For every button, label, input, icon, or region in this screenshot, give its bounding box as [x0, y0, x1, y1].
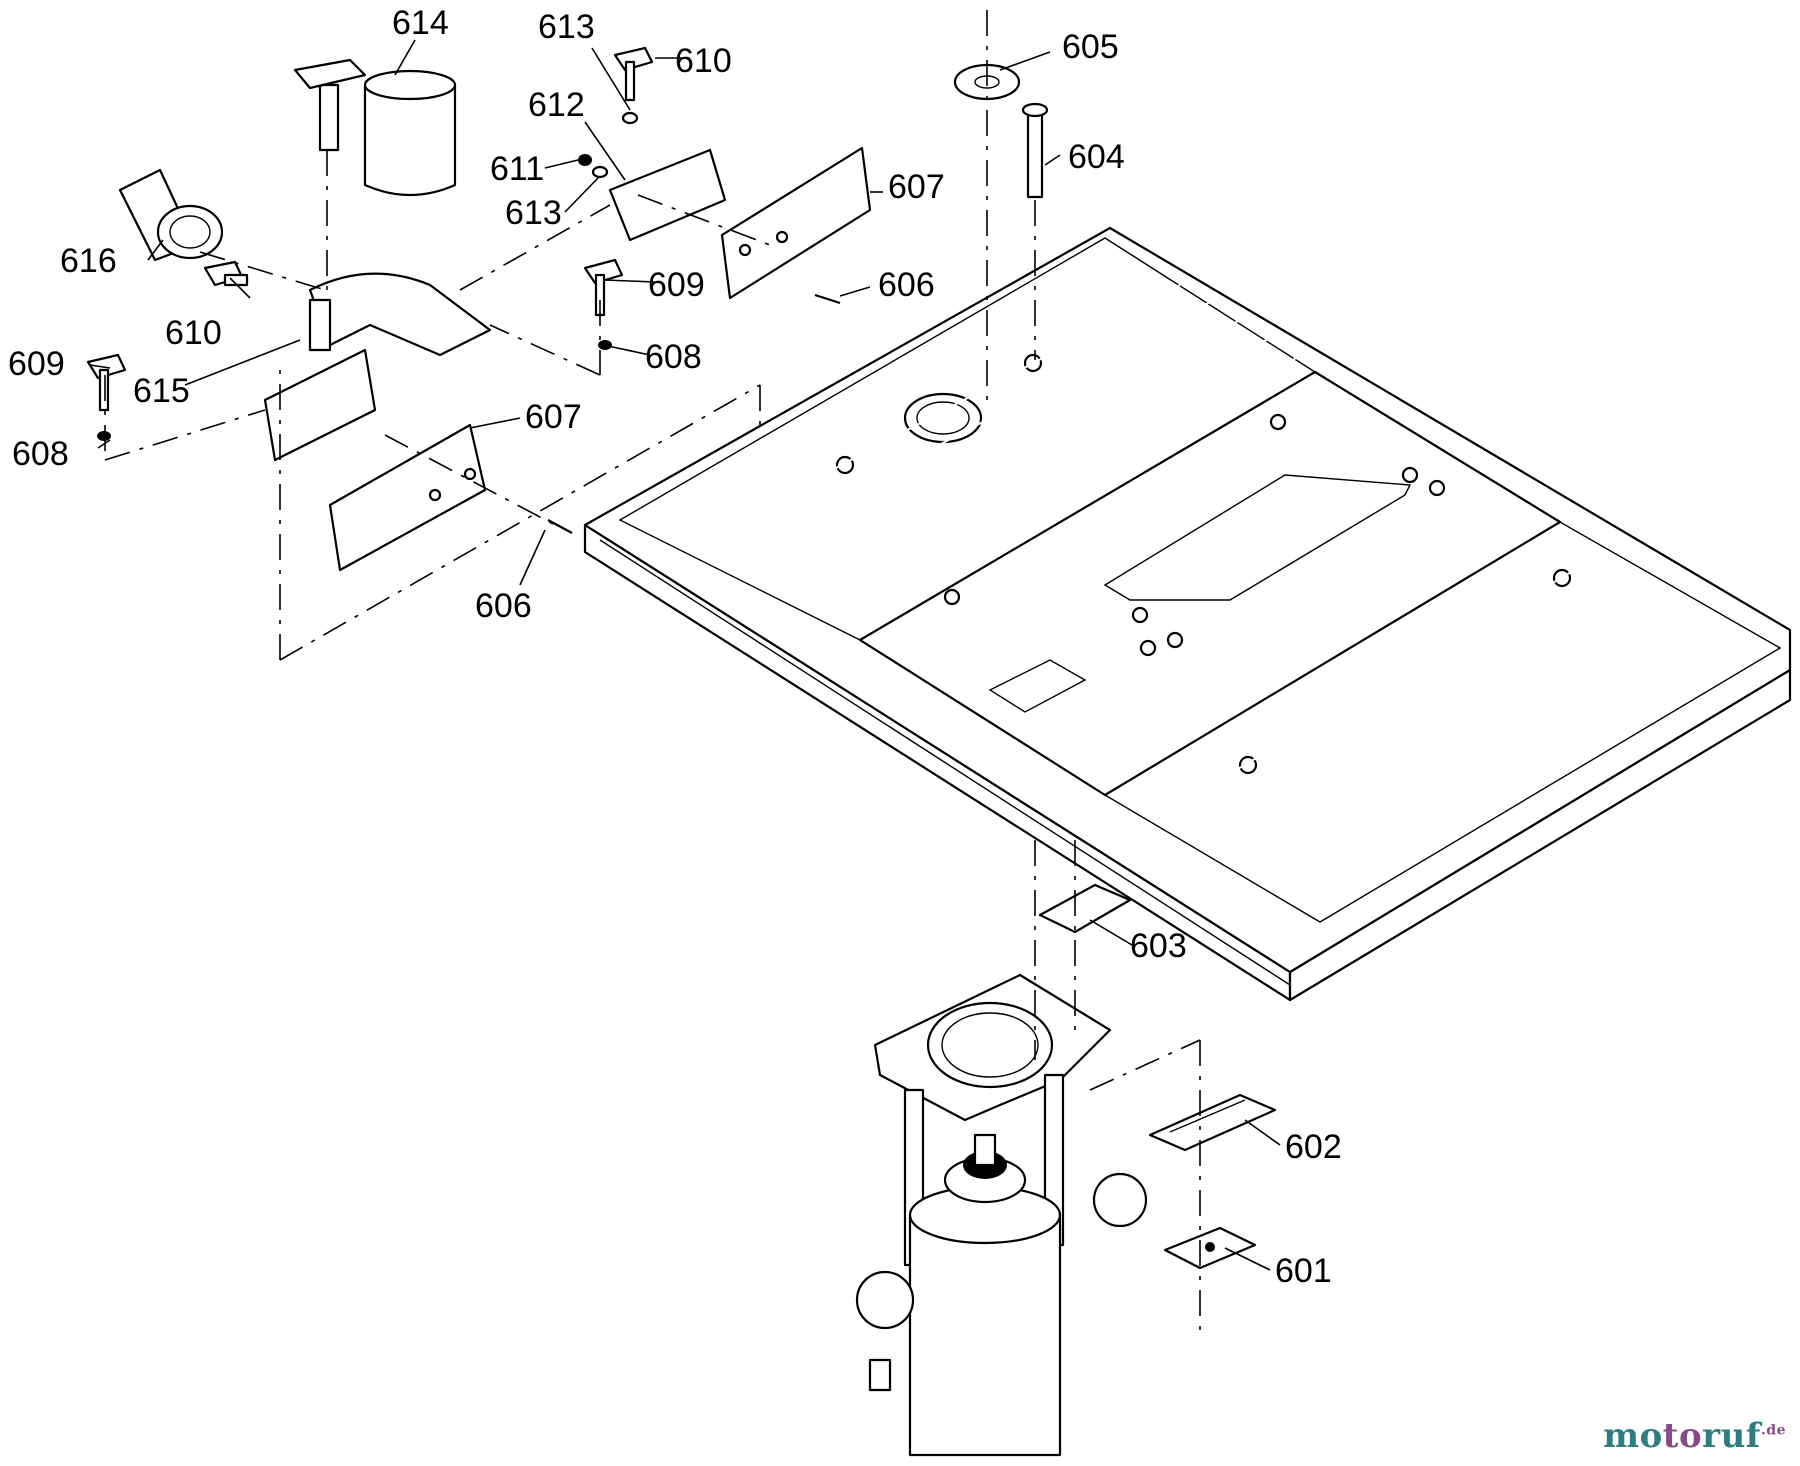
washer-613-upper — [621, 111, 639, 125]
knob-609-upper — [583, 258, 624, 317]
label-613: 613 — [538, 8, 595, 46]
label-610: 610 — [675, 42, 732, 80]
label-607: 607 — [525, 398, 582, 436]
washer-608-upper — [598, 340, 612, 350]
label-614: 614 — [392, 4, 449, 42]
knob-610-upper — [613, 46, 654, 102]
label-606: 606 — [475, 587, 532, 625]
screw-606-upper — [814, 293, 841, 305]
label-612: 612 — [528, 86, 585, 124]
label-601: 601 — [1275, 1252, 1332, 1290]
knob-610-left — [203, 260, 249, 287]
part-603-shim — [1038, 883, 1132, 934]
label-609: 609 — [648, 266, 705, 304]
part-607-fence-upper — [720, 146, 872, 300]
leader-lines — [89, 39, 1281, 1271]
nut-611 — [578, 154, 592, 166]
assembly-center-lines — [104, 10, 1201, 1330]
label-602: 602 — [1285, 1128, 1342, 1166]
washer-608-left — [97, 431, 111, 441]
label-608: 608 — [12, 435, 69, 473]
part-612-bracket — [608, 148, 727, 242]
label-606: 606 — [878, 266, 935, 304]
part-labels: 614 613 610 612 611 613 605 604 607 616 … — [8, 4, 1342, 1290]
part-607-fence-lower — [328, 423, 487, 572]
label-609: 609 — [8, 345, 65, 383]
label-616: 616 — [60, 242, 117, 280]
router-table-plate — [583, 226, 1792, 1002]
part-614-dust-cup — [293, 58, 457, 197]
label-608: 608 — [645, 338, 702, 376]
part-604-bolt — [1021, 102, 1049, 199]
screw-606-lower — [547, 519, 573, 534]
part-615-hood-bracket — [263, 272, 492, 462]
label-607: 607 — [888, 168, 945, 206]
label-603: 603 — [1130, 927, 1187, 965]
label-605: 605 — [1062, 28, 1119, 66]
router-motor-assembly — [855, 973, 1148, 1457]
label-615: 615 — [133, 372, 190, 410]
part-616-dust-hose — [118, 168, 224, 262]
part-602-bracket — [1148, 1093, 1277, 1152]
washer-613-lower — [591, 165, 609, 179]
motoruf-watermark-logo: motoruf.de — [1603, 1416, 1786, 1456]
label-611: 611 — [490, 150, 544, 188]
label-610: 610 — [165, 314, 222, 352]
label-613: 613 — [505, 194, 562, 232]
knob-609-left — [86, 353, 127, 412]
label-604: 604 — [1068, 138, 1125, 176]
